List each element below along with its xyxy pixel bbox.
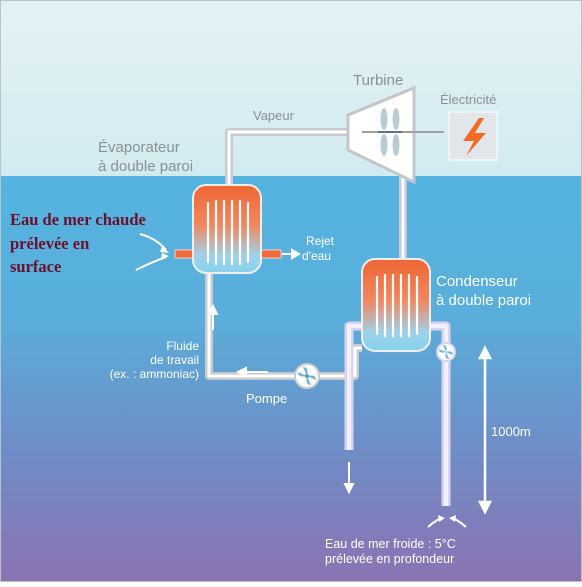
depth-label: 1000m xyxy=(491,424,531,439)
warm-inflow-arrowheads xyxy=(160,246,169,260)
condenser-tubes xyxy=(375,273,419,338)
rejet-label-line1: Rejet xyxy=(306,234,335,248)
deep-inflow-arrowheads xyxy=(438,515,456,522)
rejet-arrow xyxy=(282,248,302,260)
cold-water-label-line2: prélevée en profondeur xyxy=(325,552,454,566)
fluid-left-arrow xyxy=(235,366,268,378)
vapour-label: Vapeur xyxy=(253,108,295,123)
condenser-label-line1: Condenseur xyxy=(436,273,518,290)
turbine-icon xyxy=(346,85,444,185)
turbine-label: Turbine xyxy=(353,72,403,89)
electricity-label: Électricité xyxy=(440,92,496,107)
fluid-label-line1: Fluide xyxy=(166,339,199,353)
condenser xyxy=(361,258,431,352)
warm-water-label-line1: Eau de mer chaude xyxy=(10,210,146,229)
depth-arrow xyxy=(477,345,493,515)
cold-water-label-line1: Eau de mer froide : 5°C xyxy=(325,537,456,551)
fluid-label-line2: de travail xyxy=(150,353,199,367)
cold-pump-icon xyxy=(436,342,456,362)
evaporator-label-line1: Évaporateur xyxy=(98,139,180,156)
rejet-label-line2: d'eau xyxy=(302,249,331,263)
cold-water-pipes xyxy=(344,321,451,506)
cold-outflow-arrow xyxy=(343,462,355,495)
evaporator-outlet xyxy=(260,249,282,259)
electricity-icon xyxy=(448,111,498,161)
evaporator-tubes xyxy=(206,199,250,266)
pump-label: Pompe xyxy=(246,391,287,406)
pump-icon xyxy=(294,363,320,389)
evaporator-tank xyxy=(192,184,262,274)
warm-water-label-line3: surface xyxy=(10,257,61,276)
fluid-up-arrow xyxy=(207,303,219,330)
condenser-tank xyxy=(361,258,431,352)
condenser-label-line2: à double paroi xyxy=(436,292,531,309)
evaporator xyxy=(174,184,282,274)
evaporator-label-line2: à double paroi xyxy=(98,158,193,175)
warm-water-label-line2: prélevée en xyxy=(10,234,89,253)
fluid-label-line3: (ex. : ammoniac) xyxy=(110,367,199,381)
